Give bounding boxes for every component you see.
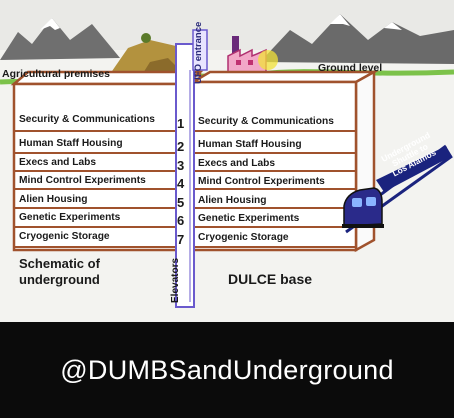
right-level-5: Alien Housing [198,195,267,206]
left-caption-line2: underground [19,272,100,287]
mountain-left [0,18,120,60]
diagram-art [0,0,454,322]
left-level-7: Cryogenic Storage [19,231,110,242]
left-level-3: Execs and Labs [19,157,97,168]
level-number-6: 6 [177,213,185,228]
elevator-shaft [175,29,208,308]
right-level-6: Genetic Experiments [198,213,300,224]
snow-cap [384,22,402,30]
level-number-7: 7 [177,232,185,247]
level-number-4: 4 [177,176,185,191]
ufo-entrance-label: UFO entrance [193,21,204,84]
ground-level-label: Ground level [318,62,383,74]
level-number-1: 1 [177,116,185,131]
left-level-5: Alien Housing [19,194,88,205]
right-stack [188,69,379,253]
left-level-6: Genetic Experiments [19,212,121,223]
level-number-2: 2 [177,139,185,154]
agricultural-premises-label: Agricultural premises [2,68,110,80]
right-level-2: Human Staff Housing [198,139,302,150]
shuttle-icon [342,187,384,228]
right-level-7: Cryogenic Storage [198,232,289,243]
right-level-1: Security & Communications [198,116,334,127]
left-level-4: Mind Control Experiments [19,175,146,186]
mountain-right [260,14,454,64]
left-caption-line1: Schematic of [19,256,100,271]
snow-cap [40,18,60,30]
left-level-1: Security & Communications [19,114,155,125]
elevators-label: Elevators [170,257,181,303]
right-caption: DULCE base [228,271,313,287]
shuttle-label-band [376,146,452,192]
level-number-3: 3 [177,158,185,173]
sun-glow [258,50,278,70]
footer-handle: @DUMBSandUnderground [0,322,454,418]
right-level-4: Mind Control Experiments [198,176,325,187]
tree-icon [141,33,151,43]
level-number-5: 5 [177,195,185,210]
left-level-2: Human Staff Housing [19,138,123,149]
right-level-3: Execs and Labs [198,158,276,169]
snow-cap [330,14,350,26]
left-stack [10,69,204,253]
